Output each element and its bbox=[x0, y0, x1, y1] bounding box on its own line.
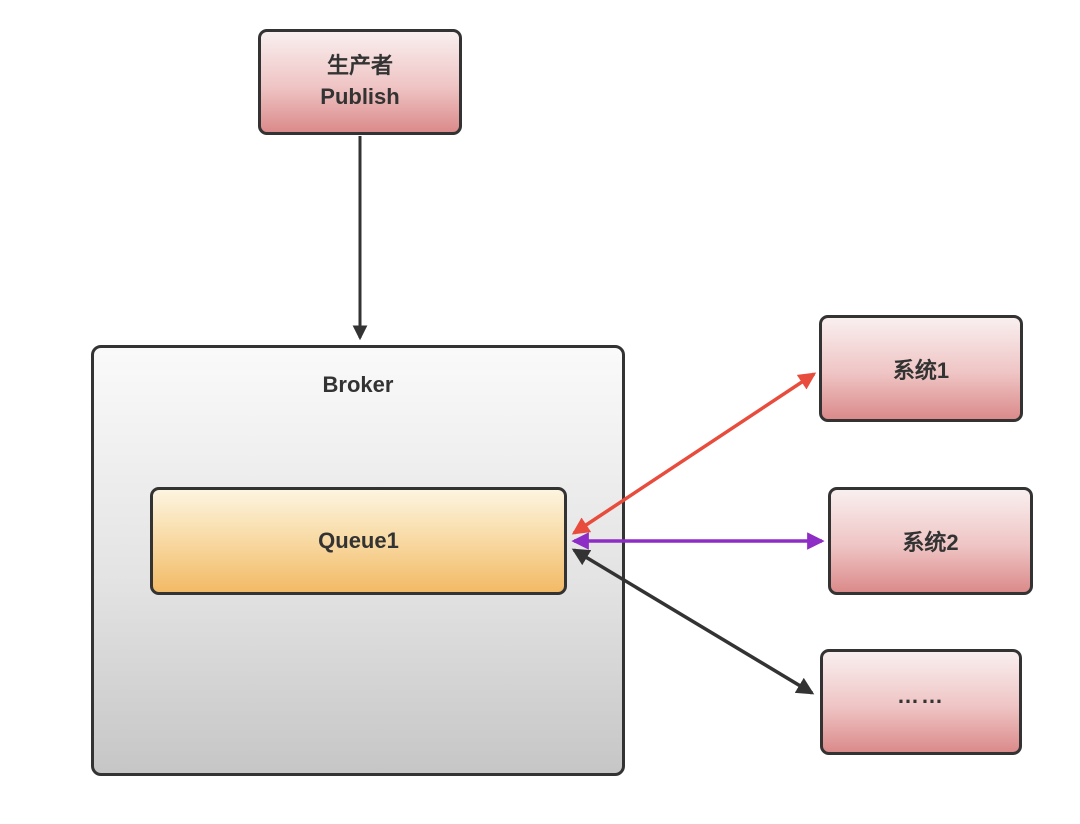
producer-label: 生产者 Publish bbox=[320, 51, 399, 113]
system1-node: 系统1 bbox=[819, 315, 1023, 422]
queue1-node: Queue1 bbox=[150, 487, 567, 595]
producer-label-cn: 生产者 bbox=[326, 53, 393, 79]
system1-label: 系统1 bbox=[892, 357, 950, 383]
broker-label: Broker bbox=[322, 372, 394, 397]
system-more-node: …… bbox=[820, 649, 1022, 755]
system2-label: 系统2 bbox=[902, 530, 959, 555]
system-more-label: …… bbox=[897, 683, 945, 708]
producer-node: 生产者 Publish bbox=[258, 29, 462, 135]
producer-label-en: Publish bbox=[320, 84, 400, 109]
system2-node: 系统2 bbox=[828, 487, 1033, 595]
queue1-label: Queue1 bbox=[318, 528, 399, 553]
